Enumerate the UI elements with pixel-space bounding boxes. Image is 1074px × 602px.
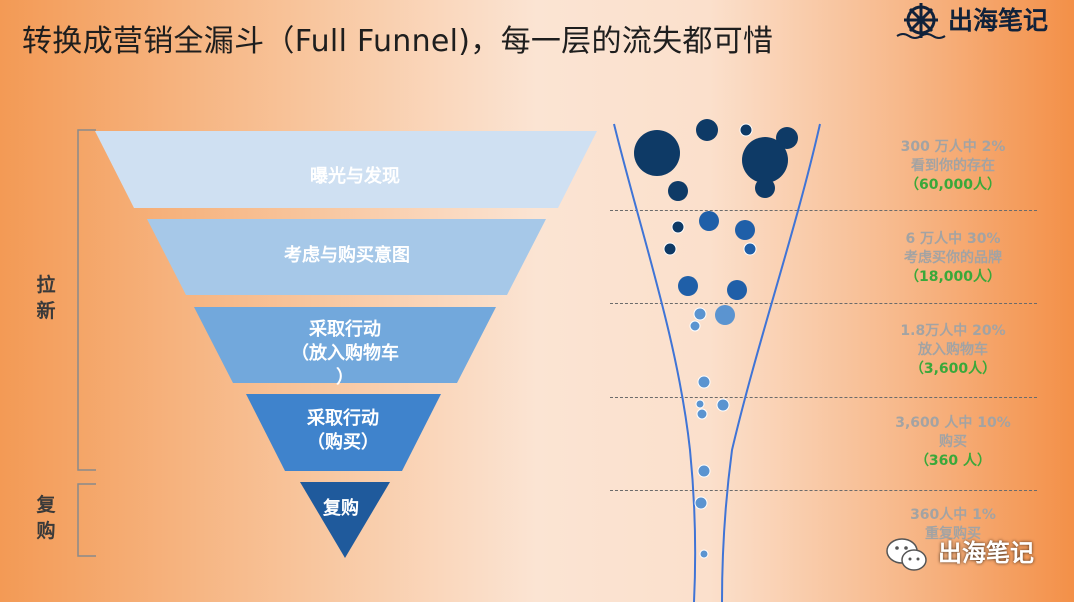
stat-3-line3: （360 人）	[914, 453, 992, 469]
funnel-stage-0	[95, 131, 597, 208]
leak-dot	[716, 398, 730, 412]
leak-dot	[678, 276, 698, 296]
leak-dot	[695, 399, 705, 409]
funnel-stage-label-0: 曝光与发现	[310, 166, 400, 187]
stat-4-line2: 重复购买	[925, 526, 981, 542]
stat-1-line2: 考虑买你的品牌	[904, 250, 1002, 266]
leak-dot	[739, 123, 753, 137]
bracket-label-repurchase: 复 购	[36, 494, 56, 542]
leak-dot	[634, 130, 680, 176]
funnel-stage-label-2: 采取行动 （放入购物车 ）	[291, 319, 399, 388]
leak-dot	[696, 119, 718, 141]
stat-block-2: 1.8万人中 20% 放入购物车 （3,600人）	[868, 322, 1038, 379]
divider-line	[610, 490, 1037, 491]
anchor-icon	[896, 3, 946, 39]
leak-dot	[735, 220, 755, 240]
funnel-stage-2	[194, 307, 496, 383]
bracket-lines	[77, 129, 96, 557]
leak-dot	[693, 307, 707, 321]
stat-0-line1: 300 万人中 2%	[900, 139, 1006, 155]
divider-line	[610, 303, 1037, 304]
leak-dot	[694, 496, 708, 510]
leak-dot	[689, 320, 701, 332]
watermark-text: 出海笔记	[938, 539, 1034, 567]
funnel-stage-label-4: 复购	[323, 498, 359, 519]
leak-dot	[668, 181, 688, 201]
funnel-stage-label-1: 考虑与购买意图	[284, 245, 410, 266]
stat-block-1: 6 万人中 30% 考虑买你的品牌 （18,000人）	[868, 230, 1038, 287]
leak-dot	[755, 178, 775, 198]
stat-2-line1: 1.8万人中 20%	[900, 323, 1006, 339]
stat-4-line1: 360人中 1%	[910, 507, 996, 523]
leak-dot	[699, 211, 719, 231]
stat-2-line2: 放入购物车	[918, 342, 988, 358]
wechat-icon	[886, 538, 927, 571]
bracket-label-acquisition: 拉 新	[36, 274, 56, 322]
funnel-stage-3	[246, 394, 441, 471]
leak-dot	[671, 220, 685, 234]
leaky-funnel	[613, 119, 821, 602]
stat-1-line1: 6 万人中 30%	[905, 231, 1001, 247]
stat-1-line3: （18,000人）	[904, 269, 1002, 285]
funnel-stage-1	[147, 219, 546, 295]
stat-block-3: 3,600 人中 10% 购买 （360 人）	[868, 414, 1038, 471]
stat-2-line3: （3,600人）	[909, 361, 997, 377]
funnel-diagram	[95, 131, 597, 558]
divider-line	[610, 210, 1037, 211]
stat-3-line2: 购买	[939, 434, 967, 450]
stat-0-line2: 看到你的存在	[911, 158, 995, 174]
leak-dot	[697, 464, 711, 478]
stat-0-line3: （60,000人）	[904, 177, 1002, 193]
divider-line	[610, 397, 1037, 398]
leak-dot	[742, 137, 788, 183]
logo-text: 出海笔记	[948, 6, 1049, 35]
leak-dot	[743, 242, 757, 256]
leak-dot	[715, 305, 735, 325]
stat-block-0: 300 万人中 2% 看到你的存在 （60,000人）	[868, 138, 1038, 195]
leak-dot	[697, 375, 711, 389]
funnel-stage-4	[300, 482, 390, 558]
funnel-stage-label-3: 采取行动 （购买）	[307, 408, 379, 453]
leak-dot	[663, 242, 677, 256]
stat-block-4: 360人中 1% 重复购买	[868, 506, 1038, 544]
leak-dot	[727, 280, 747, 300]
funnel-outline-right	[721, 123, 821, 602]
leak-dot	[699, 549, 709, 559]
funnel-outline-left	[613, 123, 697, 602]
leak-dot	[696, 408, 708, 420]
stat-3-line1: 3,600 人中 10%	[895, 415, 1011, 431]
page-title: 转换成营销全漏斗（Full Funnel)，每一层的流失都可惜	[22, 24, 774, 59]
leak-dot	[776, 127, 798, 149]
